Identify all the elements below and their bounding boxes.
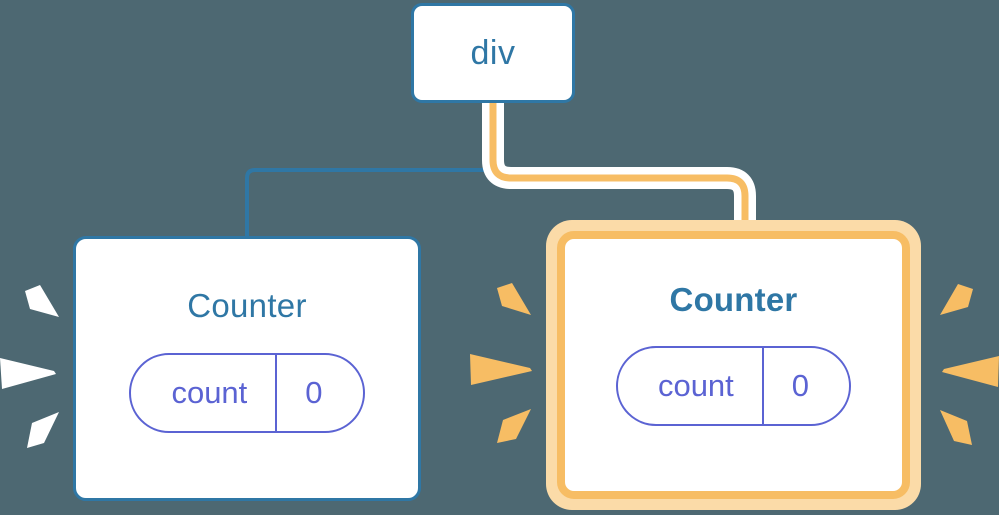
node-counter-right-label: Counter <box>669 281 798 318</box>
state-value-left: 0 <box>305 375 323 410</box>
sparkle-ray-icon <box>940 410 972 445</box>
state-value-right: 0 <box>791 368 810 403</box>
sparkle-group-right-inner-orange <box>470 283 532 443</box>
sparkle-ray-icon <box>497 283 531 315</box>
state-capsule-left: count 0 <box>129 353 365 433</box>
sparkle-ray-icon <box>27 412 59 448</box>
node-counter-left-label: Counter <box>187 287 307 324</box>
node-counter-right-highlight: Counter count 0 <box>557 231 910 499</box>
sparkle-group-left-white <box>0 285 59 448</box>
node-div-label: div <box>470 34 516 72</box>
state-name-left: count <box>171 375 248 410</box>
sparkle-group-right-outer-orange <box>940 284 999 445</box>
node-div[interactable]: div <box>411 3 575 103</box>
sparkle-ray-icon <box>497 409 531 443</box>
node-counter-right[interactable]: Counter count 0 <box>546 220 921 510</box>
sparkle-ray-icon <box>0 358 56 389</box>
sparkle-ray-icon <box>470 354 532 385</box>
edge-div-to-counter-right <box>489 103 749 232</box>
state-capsule-right: count 0 <box>615 346 852 426</box>
state-name-right: count <box>657 368 734 403</box>
capsule-divider <box>761 348 764 424</box>
capsule-divider <box>275 355 278 431</box>
node-counter-left[interactable]: Counter count 0 <box>73 236 421 501</box>
edge-div-to-counter-left <box>245 103 495 236</box>
edge-div-to-counter-right-halo <box>482 103 756 232</box>
sparkle-ray-icon <box>25 285 59 317</box>
sparkle-ray-icon <box>940 284 973 315</box>
sparkle-ray-icon <box>942 356 999 387</box>
